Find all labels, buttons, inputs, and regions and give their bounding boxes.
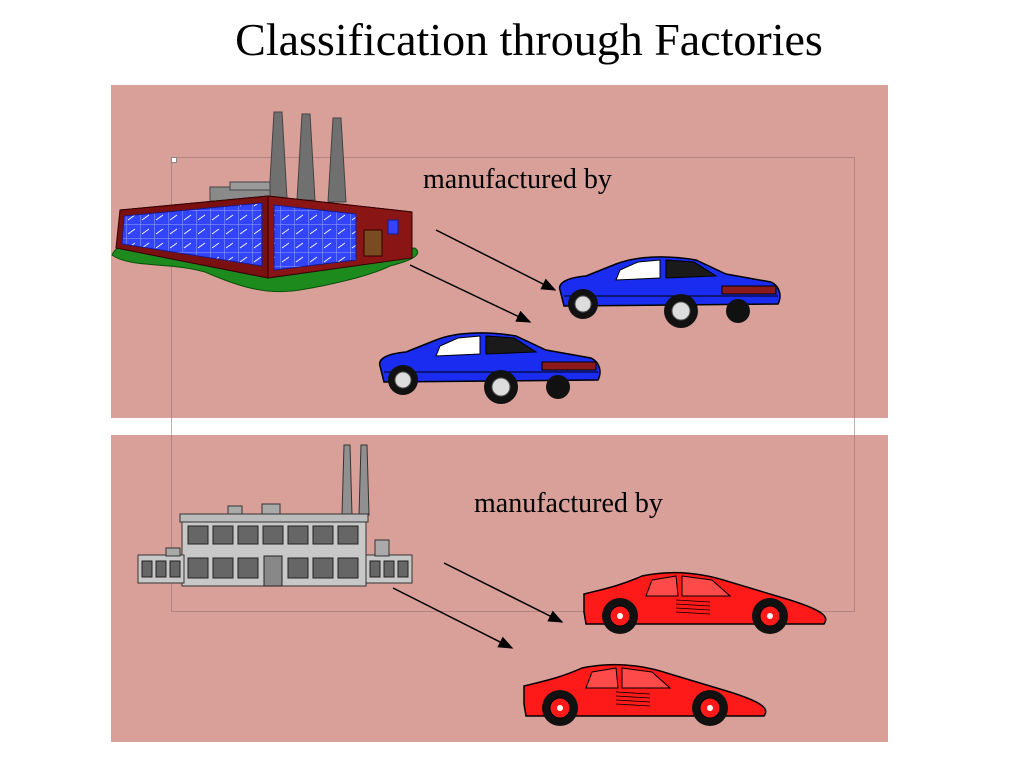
factory-icon — [137, 444, 413, 587]
manufactured-by-label-top: manufactured by — [423, 164, 612, 195]
arrow-icon — [435, 229, 557, 291]
placeholder-handle — [171, 157, 177, 163]
factory-icon — [111, 111, 418, 293]
car-icon — [523, 663, 767, 726]
arrow-icon — [443, 562, 564, 623]
manufactured-by-label-bottom: manufactured by — [474, 488, 663, 519]
placeholder-frame — [171, 157, 855, 612]
arrow-icon — [392, 587, 514, 649]
arrow-icon — [409, 264, 532, 323]
car-icon — [558, 256, 781, 328]
car-icon — [378, 332, 601, 404]
panel-gray-factory — [111, 435, 888, 742]
slide-title: Classification through Factories — [235, 14, 823, 65]
car-icon — [583, 571, 827, 634]
